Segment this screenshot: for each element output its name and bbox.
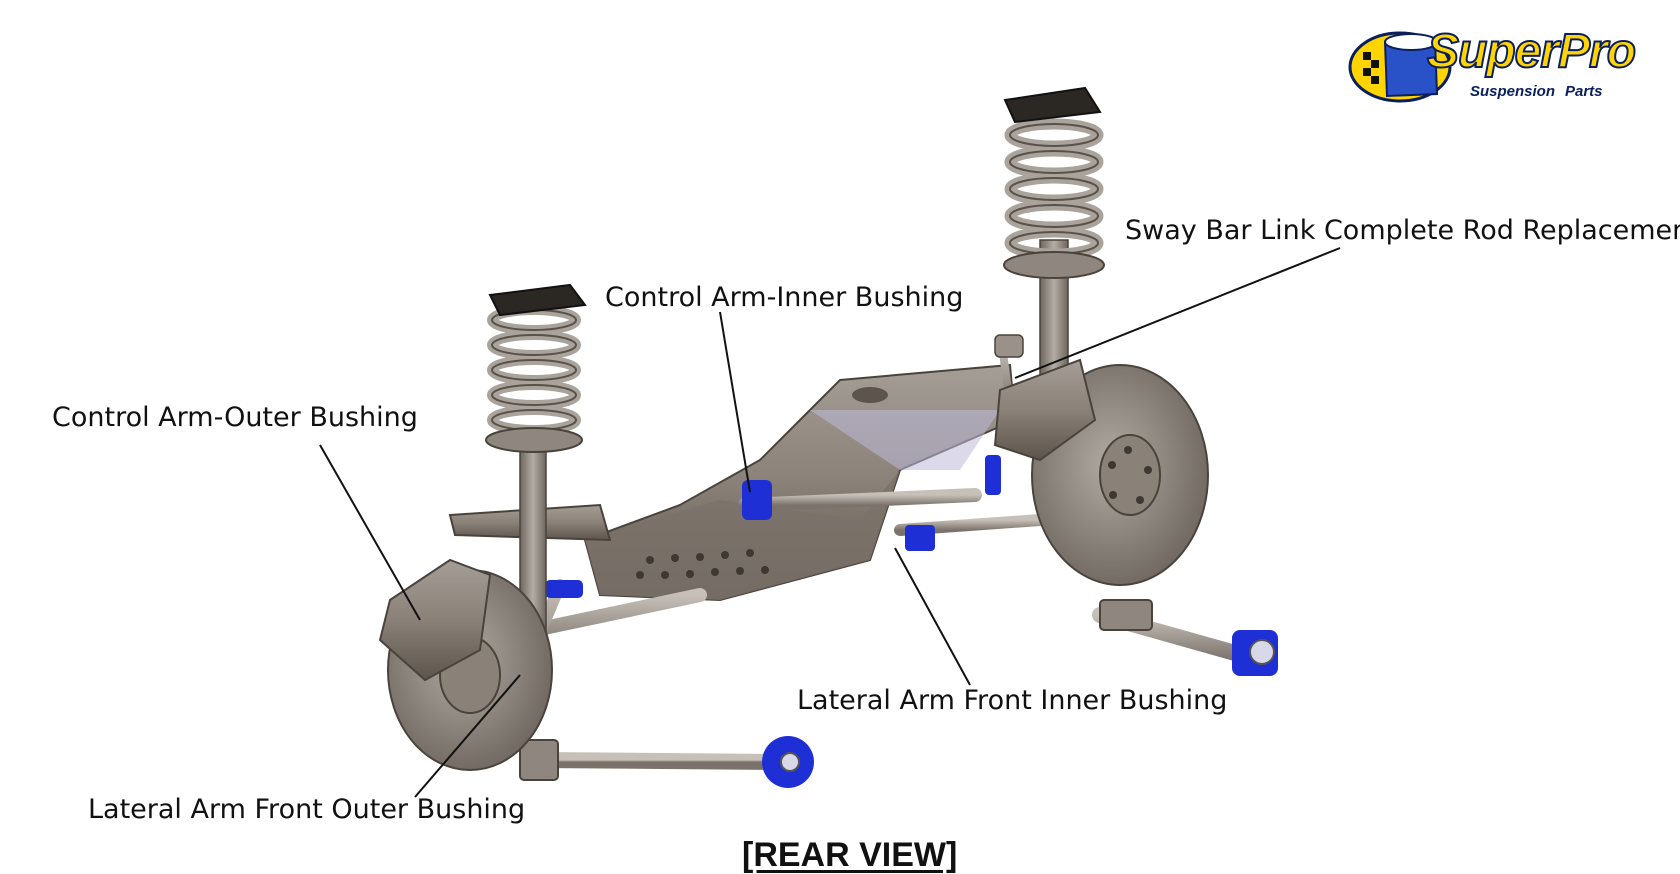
right-lateral-rod	[1092, 599, 1278, 676]
view-title: [REAR VIEW]	[742, 836, 958, 874]
label-lateral-arm-front-inner-bushing: Lateral Arm Front Inner Bushing	[797, 685, 1228, 716]
label-control-arm-inner-bushing: Control Arm-Inner Bushing	[605, 282, 964, 313]
logo-tagline-right: Parts	[1565, 83, 1603, 100]
left-brake-disc	[378, 558, 553, 771]
label-sway-bar-link: Sway Bar Link Complete Rod Replacement	[1125, 215, 1680, 246]
logo-tagline-left: Suspension	[1470, 83, 1556, 100]
label-control-arm-outer-bushing: Control Arm-Outer Bushing	[52, 402, 418, 433]
control-arm-rod	[738, 488, 982, 512]
right-coil-strut	[994, 86, 1105, 409]
label-lateral-arm-front-outer-bushing: Lateral Arm Front Outer Bushing	[88, 794, 526, 825]
leader-sway-bar-link	[1014, 247, 1341, 379]
leader-control-arm-outer	[319, 444, 421, 621]
left-coil-strut	[485, 283, 587, 641]
leader-lateral-arm-front-outer	[414, 674, 521, 798]
leader-control-arm-inner	[719, 311, 751, 493]
logo-wordmark: SuperPro	[1426, 25, 1637, 78]
right-brake-disc	[993, 358, 1209, 586]
superpro-logo: SuperPro Suspension Parts	[1345, 22, 1665, 112]
callout-leader-lines	[319, 247, 1341, 798]
subframe	[583, 363, 1017, 602]
leader-lateral-arm-front-inner	[894, 547, 971, 686]
left-lateral-rod	[519, 736, 814, 788]
logo-mark-icon	[1348, 31, 1452, 103]
